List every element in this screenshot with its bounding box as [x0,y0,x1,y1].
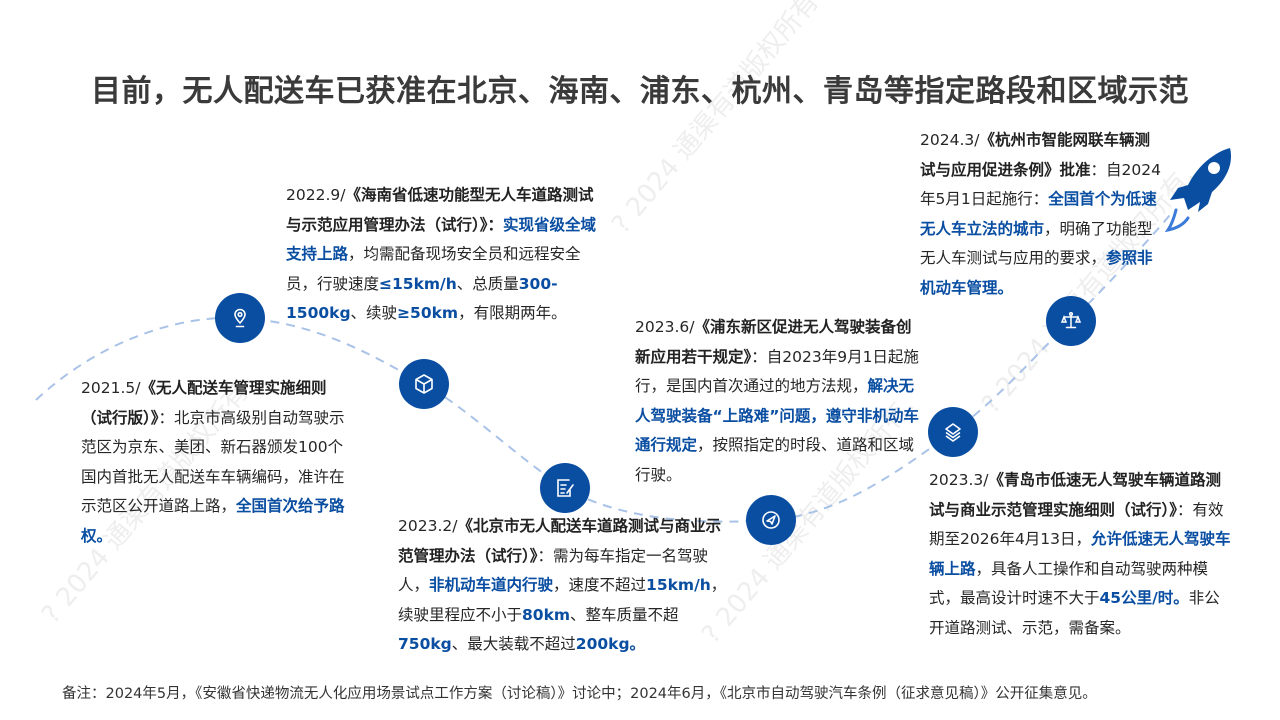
entry-text: 、总质量 [456,274,519,293]
entry-highlight: 300-1500kg [286,274,558,323]
entry-highlight: 15km/h [646,576,711,594]
entry-text: ，速度不超过 [553,576,647,594]
entry-text: 、续驶 [350,304,398,322]
entry-highlight: 200kg。 [575,635,646,653]
entry-highlight: 全国首次给予路权。 [81,497,345,545]
timeline-entry-2024-3: 2024.3/《杭州市智能网联车辆测试与应用促进条例》批准：自2024年5月1日… [920,126,1165,303]
entry-document-title: 《北京市无人配送车道路测试与商业示范管理办法（试行）》 [398,517,721,565]
entry-highlight: 全国首个为低速无人车立法的城市 [920,190,1157,238]
entry-highlight: 45公里/时。 [1099,589,1189,607]
page-title: 目前，无人配送车已获准在北京、海南、浦东、杭州、青岛等指定路段和区域示范 [91,75,1189,108]
entry-document-title: 《杭州市智能网联车辆测试与应用促进条例》批准 [920,131,1150,179]
entry-text: ，均需配备现场安全员和远程安全员，行驶速度 [286,245,581,293]
entry-highlight: 非机动车道内行驶 [429,576,554,594]
entry-document-title: 《青岛市低速无人驾驶车辆道路测试与商业示范管理实施细则（试行）》 [929,471,1221,519]
entry-text: ： [487,215,504,234]
entry-document-title: 《海南省低速功能型无人车道路测试与示范应用管理办法（试行）》 [286,186,594,234]
timeline-entry-2023-3: 2023.3/《青岛市低速无人驾驶车辆道路测试与商业示范管理实施细则（试行）》：… [929,466,1231,643]
timeline-entry-2023-2: 2023.2/《北京市无人配送车道路测试与商业示范管理办法（试行）》：需为每车指… [398,512,734,660]
entry-date: 2023.6/ [635,318,695,336]
entry-document-title: 《无人配送车管理实施细则（试行版）》 [81,379,327,427]
entry-text: 、最大装载不超过 [451,635,576,653]
entry-date: 2023.2/ [398,517,458,535]
entry-text: ：北京市高级别自动驾驶示范区为京东、美团、新石器颁发100个国内首批无人配送车车… [81,408,345,516]
entry-highlight: 80km [522,605,571,624]
timeline-entry-2022-9: 2022.9/《海南省低速功能型无人车道路测试与示范应用管理办法（试行）》：实现… [286,181,598,329]
entry-text: ：需为每车指定一名驾驶人， [398,546,709,595]
entry-text: ：自2024年5月1日起施行： [920,160,1161,209]
paper-plane-icon [746,495,796,545]
rocket-icon [1164,148,1232,233]
entry-highlight: 750kg [398,635,452,653]
entry-document-title: 《浦东新区促进无人驾驶装备创新应用若干规定》 [635,318,912,366]
scale-balance-icon [1046,296,1096,346]
layers-icon [928,407,978,457]
cube-icon [399,359,449,409]
entry-date: 2023.3/ [929,471,989,489]
entry-highlight: 允许低速无人驾驶车辆上路 [929,530,1231,578]
entry-highlight: 解决无人驾驶装备“上路难”问题，遵守非机动车通行规定 [635,377,919,454]
entry-text: ：自2023年9月1日起施行，是国内首次通过的地方法规， [635,347,919,396]
document-edit-icon [540,463,590,513]
entry-highlight: ≥50km [397,304,459,322]
entry-date: 2021.5/ [81,379,141,397]
entry-date: 2024.3/ [920,131,980,149]
location-pin-icon [215,293,265,343]
entry-text: ，明确了功能型无人车测试与应用的要求， [920,219,1153,268]
footnote: 备注：2024年5月，《安徽省快递物流无人化应用场景试点工作方案（讨论稿）》讨论… [62,686,1097,702]
entry-date: 2022.9/ [286,186,346,204]
entry-text: ：有效期至2026年4月13日， [929,500,1224,549]
entry-text: 非公开道路测试、示范，需备案。 [929,589,1220,637]
entry-text: 、整车质量不超 [570,605,679,624]
entry-highlight: ≤15km/h [379,274,457,293]
entry-text: ，续驶里程应不小于 [398,576,727,624]
entry-text: ，有限期两年。 [458,304,567,322]
entry-text: ，具备人工操作和自动驾驶两种模式，最高设计时速不大于 [929,559,1209,608]
timeline-entry-2021-5: 2021.5/《无人配送车管理实施细则（试行版）》：北京市高级别自动驾驶示范区为… [81,374,353,551]
entry-highlight: 参照非机动车管理。 [920,249,1153,297]
entry-text: ，按照指定的时段、道路和区域行驶。 [635,436,915,484]
timeline-entry-2023-6: 2023.6/《浦东新区促进无人驾驶装备创新应用若干规定》：自2023年9月1日… [635,313,925,490]
entry-highlight: 实现省级全域支持上路 [286,215,597,264]
